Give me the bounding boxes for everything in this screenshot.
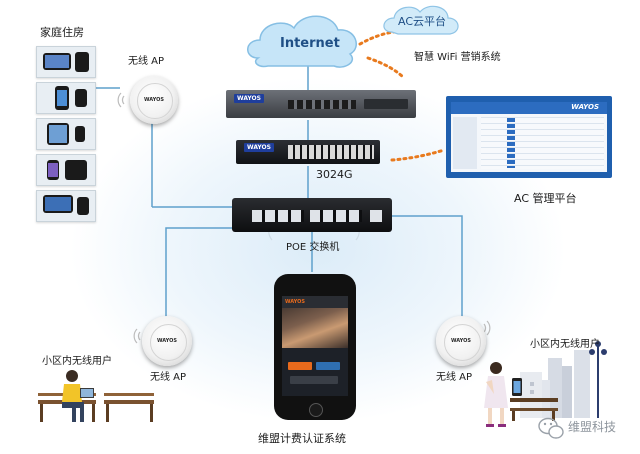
home-device-phones bbox=[36, 154, 96, 186]
label-home: 家庭住房 bbox=[40, 26, 84, 39]
label-community-right: 小区内无线用户 bbox=[530, 339, 600, 350]
watermark-text: 维盟科技 bbox=[568, 420, 617, 434]
park-scene-left bbox=[38, 370, 154, 422]
phone-screen: WAYOS bbox=[282, 296, 348, 396]
dots-cloud-marketing bbox=[366, 56, 406, 80]
home-device-monitor bbox=[36, 190, 96, 222]
cloud-icon bbox=[247, 15, 357, 68]
switch-ports bbox=[288, 145, 374, 159]
label-switch-model: 3024G bbox=[316, 168, 353, 181]
poe-uplink-port bbox=[370, 210, 382, 222]
ac-management-monitor: WAYOS bbox=[446, 96, 612, 178]
wireless-ap-top: WAYOS bbox=[130, 76, 178, 124]
dots-switch-mgmt bbox=[390, 148, 446, 162]
monitor-brand: WAYOS bbox=[571, 103, 599, 111]
ap-left-brand: WAYOS bbox=[157, 338, 177, 344]
wireless-ap-right: WAYOS bbox=[436, 316, 486, 366]
ac-cloud-icon bbox=[383, 5, 459, 35]
switch-3024g: WAYOS bbox=[236, 140, 380, 164]
ap-brand: WAYOS bbox=[144, 97, 164, 104]
wechat-icon bbox=[538, 417, 564, 439]
label-marketing: 智慧 WiFi 营销系统 bbox=[414, 52, 501, 63]
label-ap-left: 无线 AP bbox=[150, 372, 187, 383]
label-ap-top: 无线 AP bbox=[128, 56, 165, 67]
label-ac-cloud: AC云平台 bbox=[398, 15, 447, 28]
label-community-left: 小区内无线用户 bbox=[42, 356, 112, 367]
label-ac-mgmt: AC 管理平台 bbox=[514, 192, 577, 205]
dots-cloud-ac bbox=[358, 30, 396, 46]
home-device-laptop bbox=[36, 46, 96, 78]
phone-brand: WAYOS bbox=[282, 296, 348, 308]
poe-switch bbox=[232, 198, 392, 232]
ap-right-brand: WAYOS bbox=[451, 338, 471, 344]
label-ap-right: 无线 AP bbox=[436, 372, 473, 383]
router-brand: WAYOS bbox=[234, 94, 264, 103]
poe-ports-a bbox=[252, 210, 304, 222]
home-device-tablet bbox=[36, 118, 96, 150]
router-display bbox=[364, 99, 408, 109]
switch-brand: WAYOS bbox=[244, 143, 274, 152]
city-skyline bbox=[510, 341, 607, 421]
label-billing: 维盟计费认证系统 bbox=[258, 432, 346, 445]
person-right bbox=[484, 362, 508, 427]
link-poe-ap-left bbox=[165, 227, 240, 318]
ac-router: WAYOS bbox=[226, 90, 416, 118]
poe-ports-b bbox=[310, 210, 362, 222]
router-ports bbox=[288, 100, 356, 109]
label-poe-switch: POE 交换机 bbox=[286, 242, 340, 253]
label-internet: Internet bbox=[280, 36, 340, 51]
wireless-ap-left: WAYOS bbox=[142, 316, 192, 366]
home-device-phone bbox=[36, 82, 96, 114]
link-poe-ap-right bbox=[392, 215, 463, 318]
billing-phone: WAYOS bbox=[274, 274, 356, 420]
